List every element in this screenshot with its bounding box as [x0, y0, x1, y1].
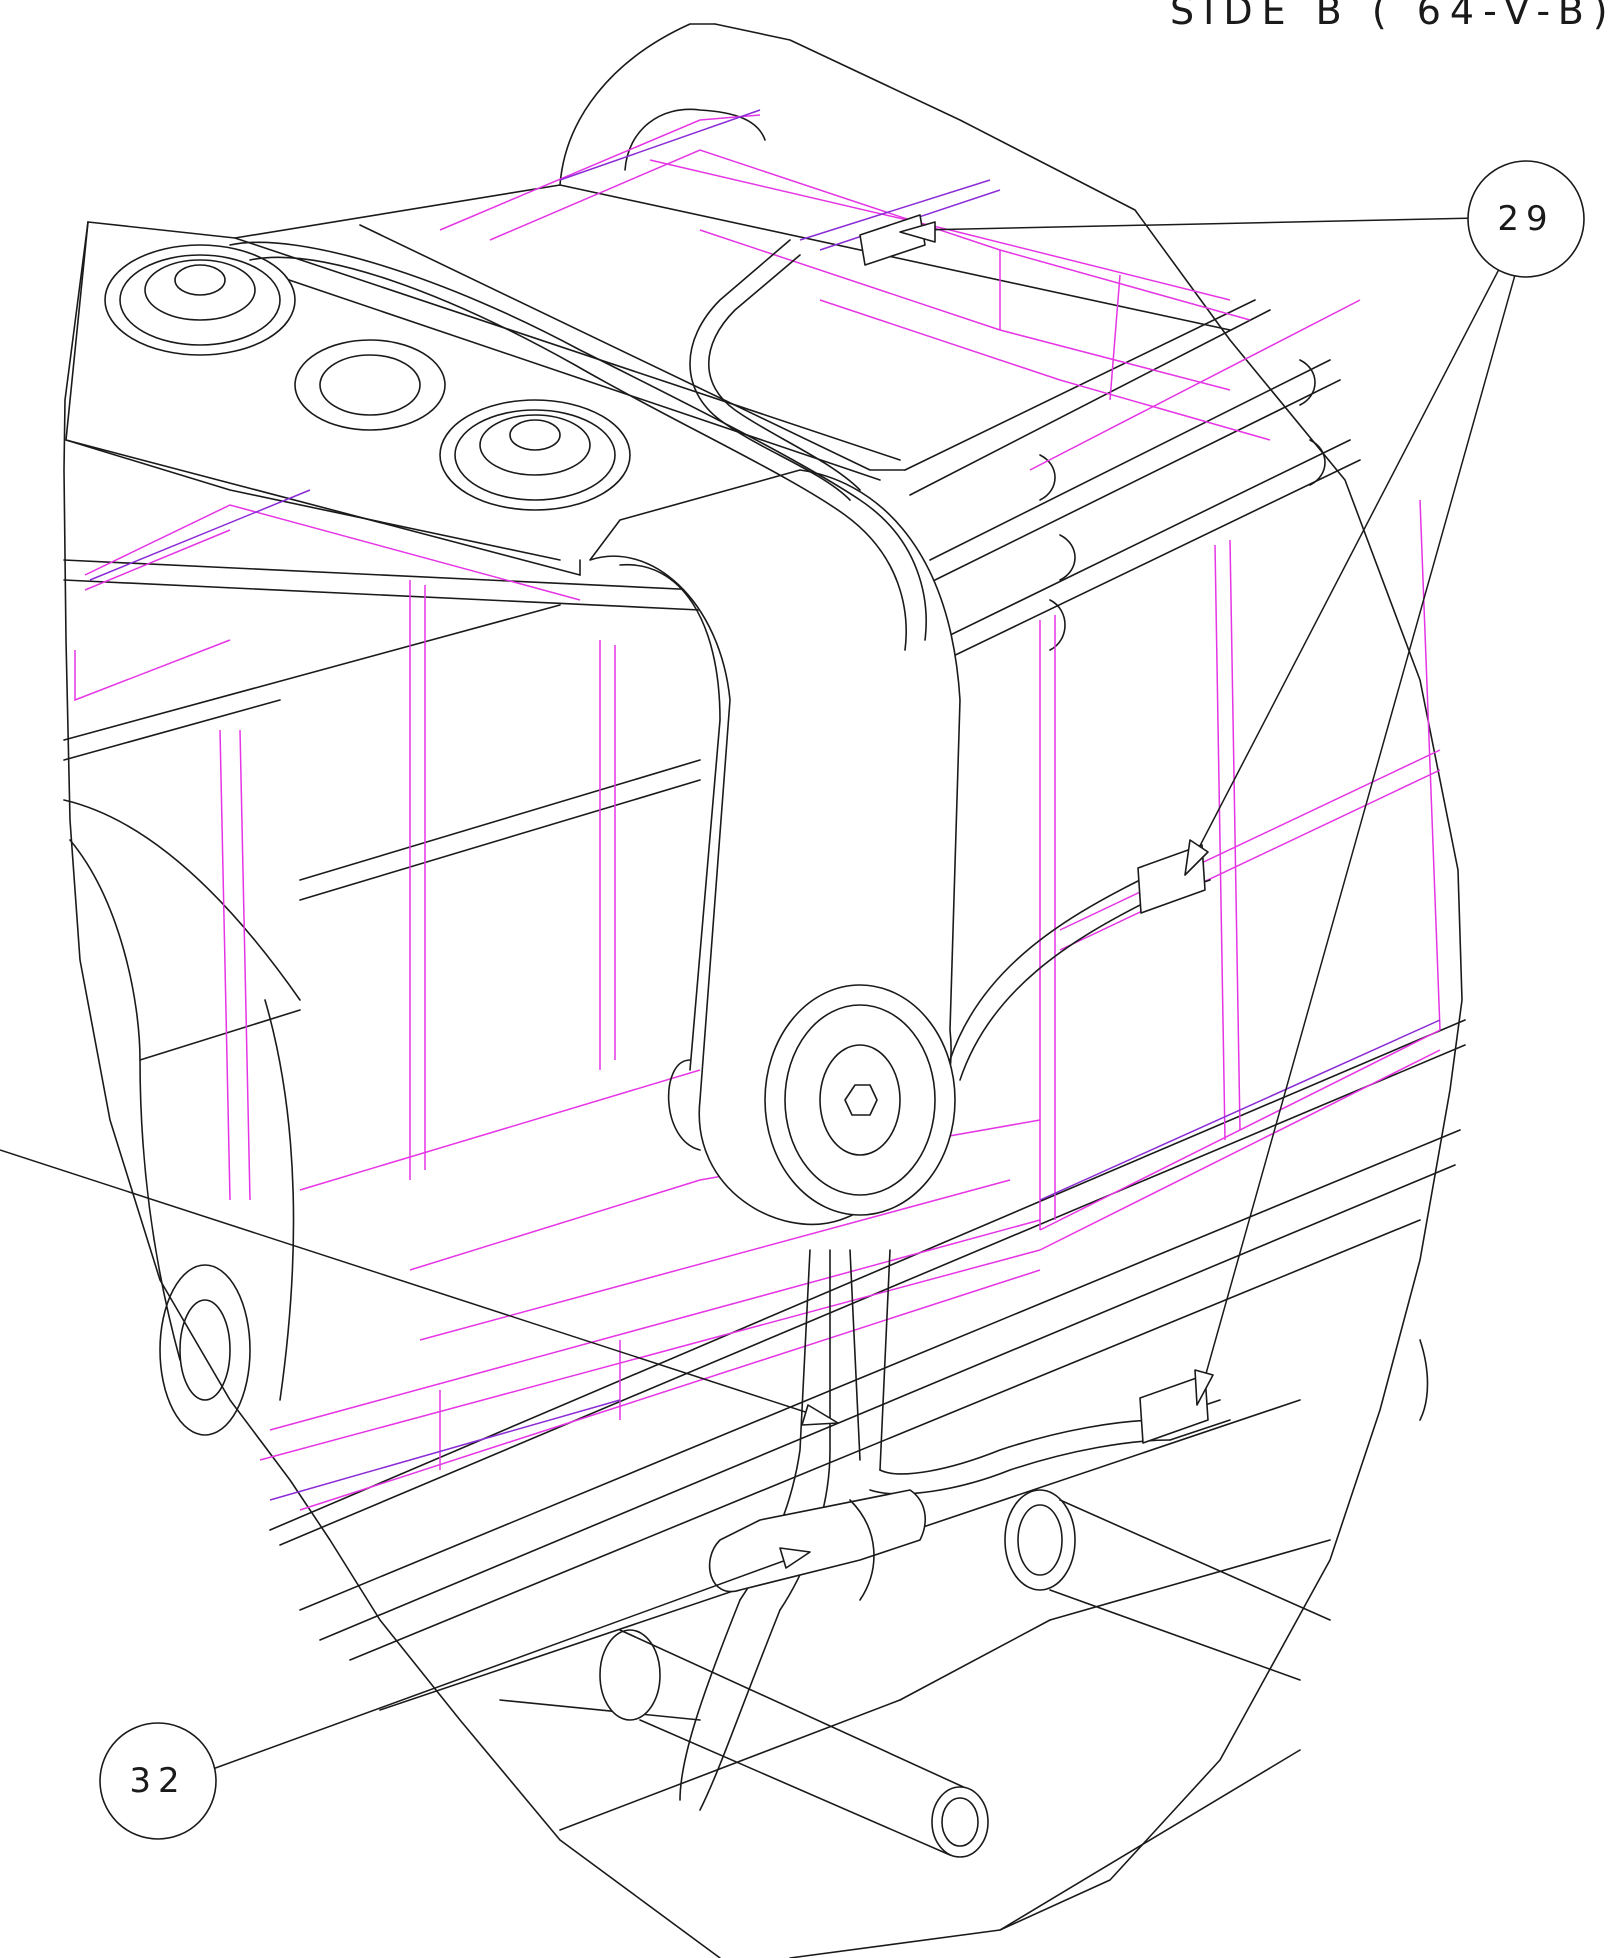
callout-circle-29	[1467, 160, 1585, 278]
leader-lines	[0, 217, 1523, 1771]
callout-circle-32	[99, 1722, 217, 1840]
leader-29-c	[1199, 249, 1523, 1396]
retaining-ring	[294, 339, 446, 431]
cable-tie-strap	[708, 1489, 926, 1601]
leader-32	[209, 1554, 801, 1771]
arrowhead-offpage	[801, 1404, 839, 1426]
lower-pin-right	[1004, 1489, 1331, 1681]
arrowhead-29-a	[899, 221, 936, 243]
bolt-lower-left	[159, 1264, 251, 1436]
callout-number-29: 29	[1497, 199, 1555, 239]
cable-clip-top	[859, 214, 926, 266]
arrowhead-29-b	[1184, 839, 1209, 876]
lower-pin-left	[599, 1629, 989, 1858]
dome-boss	[624, 108, 766, 171]
bolt-top-left	[104, 244, 296, 356]
arrowhead-32	[779, 1547, 811, 1569]
cable-clip-lower	[1139, 1374, 1209, 1444]
view-title: SIDE B ( 64-V-B)	[1170, 0, 1617, 33]
arrowhead-29-c	[1194, 1369, 1214, 1406]
top-plate	[65, 184, 1231, 576]
callout-number-32: 32	[129, 1761, 187, 1801]
detail-boundary	[63, 23, 1463, 1958]
leader-29-a	[919, 217, 1479, 231]
dome-edge	[559, 23, 716, 186]
leader-29-b	[1189, 247, 1511, 866]
hidden-cells	[74, 109, 1441, 1511]
cross-bars	[63, 559, 701, 1401]
leader-offpage	[0, 1149, 831, 1421]
pivot-bolt	[764, 984, 956, 1216]
bolt-top-middle	[439, 399, 631, 511]
side-rails	[904, 299, 1361, 661]
